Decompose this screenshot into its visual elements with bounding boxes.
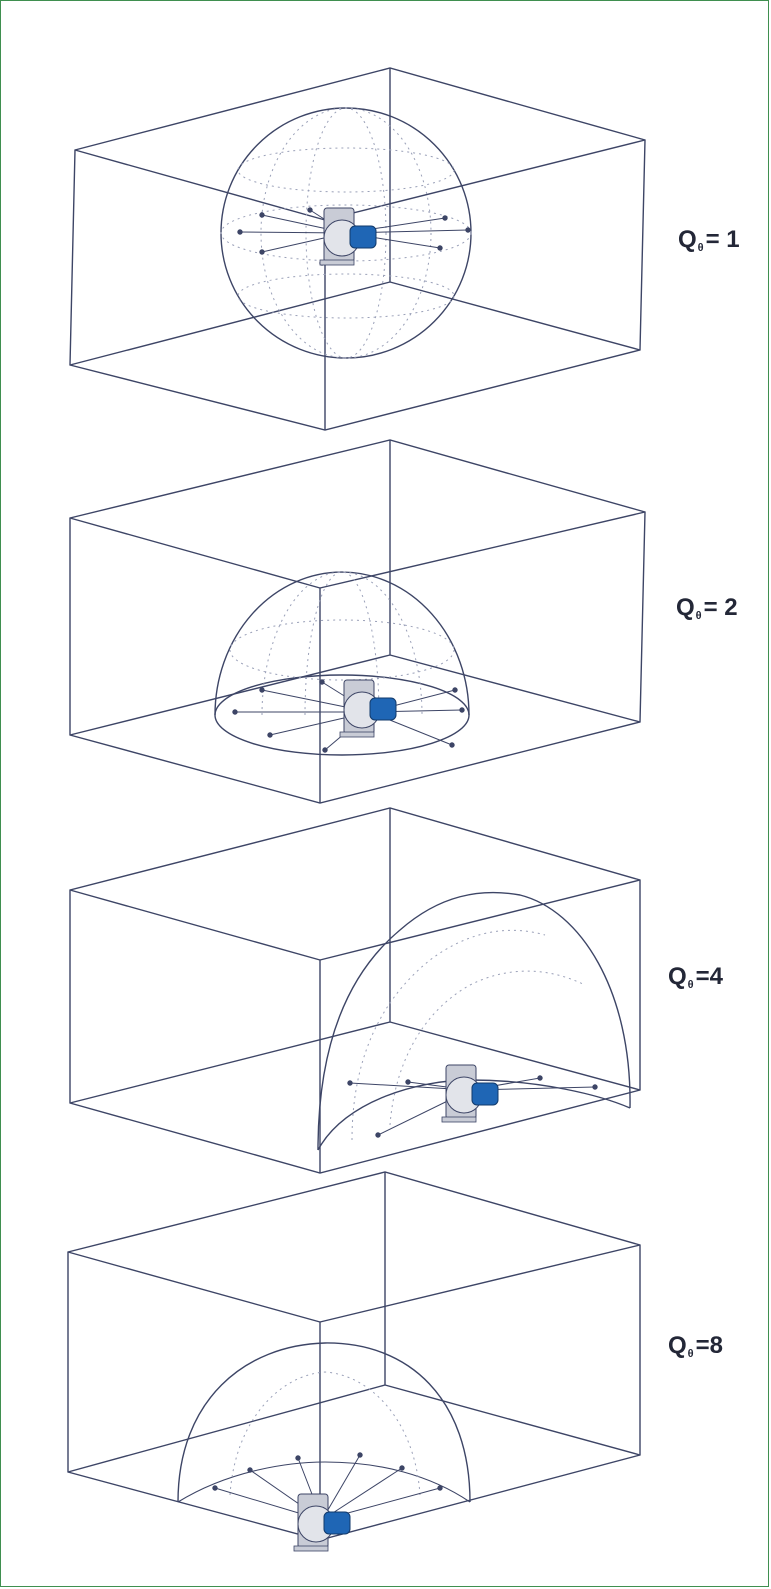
room-box bbox=[69, 807, 641, 1174]
room-box bbox=[69, 439, 646, 804]
fan-icon bbox=[441, 1064, 499, 1123]
radiation-dome bbox=[177, 1342, 471, 1503]
room-box bbox=[69, 67, 646, 431]
room-box bbox=[67, 1171, 641, 1541]
directivity-label-1: Qθ= 1 bbox=[678, 226, 740, 254]
panel-hemisphere-floor bbox=[69, 439, 646, 804]
fan-icon bbox=[293, 1493, 351, 1552]
panel-quarter-sphere-edge bbox=[69, 807, 641, 1174]
directivity-label-4: Qθ=4 bbox=[668, 963, 723, 991]
radiation-hemisphere bbox=[214, 571, 470, 756]
panel-eighth-sphere-corner bbox=[67, 1171, 641, 1552]
directivity-label-8: Qθ=8 bbox=[668, 1332, 723, 1360]
fan-icon bbox=[319, 207, 377, 266]
radiation-arrows bbox=[237, 207, 471, 266]
fan-icon bbox=[339, 679, 397, 738]
panel-sphere bbox=[69, 67, 646, 431]
directivity-label-2: Qθ= 2 bbox=[676, 594, 738, 622]
